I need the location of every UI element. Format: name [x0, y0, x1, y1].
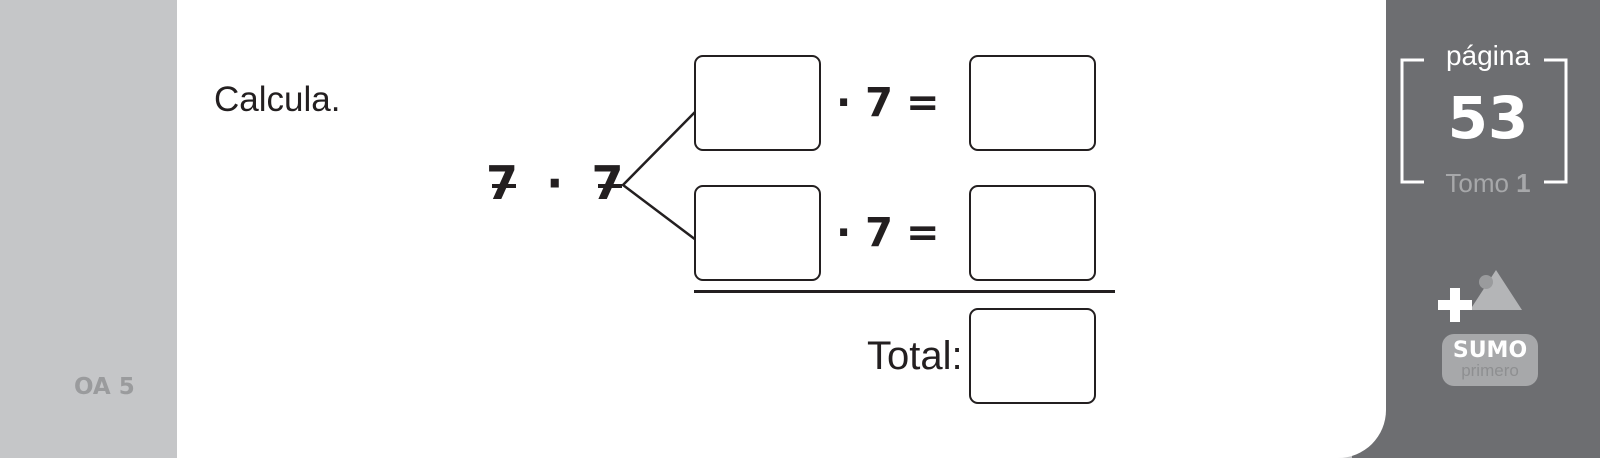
- answer-box-product-2[interactable]: [969, 185, 1096, 281]
- row-2-operator: · 7: [836, 210, 893, 256]
- row-1-operator: · 7: [836, 80, 893, 126]
- answer-box-factor-1[interactable]: [694, 55, 821, 151]
- total-label: Total:: [867, 334, 963, 378]
- expression-dot: ·: [546, 156, 566, 210]
- page-number: 53: [1447, 84, 1529, 152]
- answer-box-product-1[interactable]: [969, 55, 1096, 151]
- sum-divider-line: [694, 290, 1115, 293]
- learning-objective-label: OA 5: [74, 374, 135, 400]
- answer-box-factor-2[interactable]: [694, 185, 821, 281]
- logo-subtitle: primero: [1461, 361, 1519, 380]
- left-strip: [0, 0, 177, 458]
- multiplication-expression: 7 · 7: [486, 156, 626, 210]
- sumo-primero-logo-icon: [1438, 270, 1538, 386]
- volume-label: Tomo 1: [1428, 168, 1548, 199]
- page-label: página: [1445, 40, 1531, 71]
- logo-brand: SUMO: [1452, 338, 1528, 363]
- row-1-equals: =: [906, 80, 940, 126]
- expression-left-factor: 7: [486, 156, 521, 210]
- row-2-equals: =: [906, 210, 940, 256]
- expression-right-factor: 7: [591, 156, 626, 210]
- volume-text: Tomo: [1445, 168, 1509, 198]
- answer-box-total[interactable]: [969, 308, 1096, 404]
- volume-number: 1: [1516, 168, 1531, 198]
- page-number-bracket-frame: [1400, 58, 1568, 184]
- instruction-text: Calcula.: [214, 80, 341, 119]
